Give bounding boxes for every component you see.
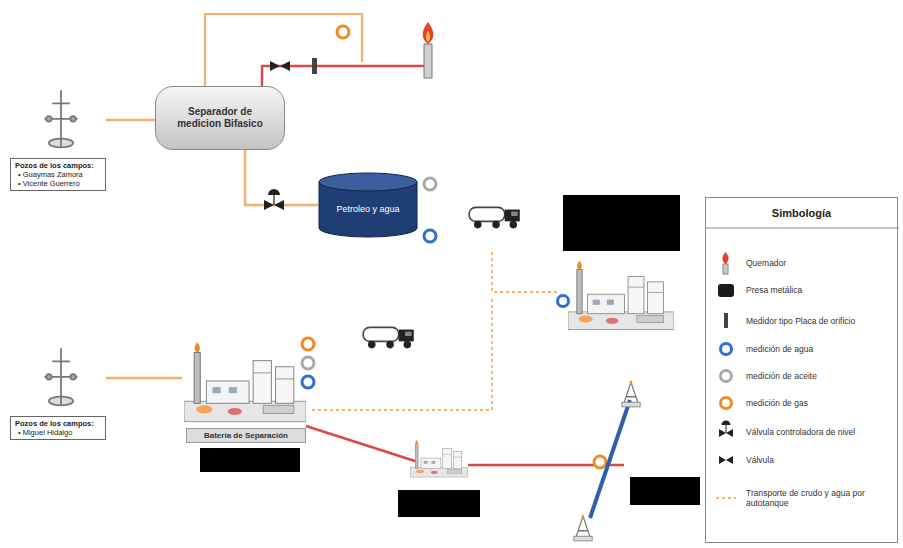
burner-symbol [722, 252, 728, 274]
legend-title: Simbología [706, 198, 897, 228]
tank-truck [363, 327, 414, 348]
graphic-path [722, 421, 731, 426]
water-meter-mark [302, 376, 314, 388]
graphic-ellipse [319, 173, 417, 191]
graphic-path [722, 252, 728, 264]
flow-line [106, 378, 182, 379]
water-meter-mark [558, 296, 569, 307]
gas-meter-mark [302, 338, 314, 350]
orifice-meter [312, 58, 317, 74]
truck-route [492, 252, 560, 292]
flow-line-path [106, 119, 155, 121]
gas-line [205, 14, 362, 86]
station-name: Batería de Separación [191, 431, 301, 440]
graphic-path [268, 189, 280, 195]
well-group: Pozos de los campos:• Guaymas Zamora• Vi… [10, 86, 106, 191]
graphic-path [426, 30, 430, 42]
tank-label: Petroleo y agua [336, 204, 399, 215]
legend-rule [706, 228, 899, 229]
legend-entry: Válvula [746, 455, 892, 465]
subsea-line [590, 400, 630, 518]
metal-tank-symbol [718, 284, 734, 297]
water-meter-mark [424, 230, 436, 242]
redaction [630, 477, 700, 505]
redaction [398, 490, 480, 517]
gas-meter-mark [337, 26, 349, 38]
graphic-path [270, 61, 290, 71]
graphic-path [423, 22, 434, 44]
legend-heading: Simbología [772, 207, 831, 219]
caption-heading: Pozos de los campos: [15, 161, 101, 170]
facility-icon [568, 261, 674, 330]
legend-entry: Presa metálica [746, 285, 892, 295]
platform-icon [574, 514, 592, 541]
redaction [200, 448, 300, 472]
station-label: Batería de Separación [186, 428, 306, 443]
tank-truck [469, 207, 520, 228]
legend-entry: medición de agua [746, 344, 892, 354]
graphic-line [273, 195, 274, 205]
platform-icon [622, 380, 640, 407]
vessel-label: Separador de medicion Bifasico [166, 106, 274, 130]
legend-entry: medición de gas [746, 398, 892, 408]
truck-route [716, 497, 736, 499]
oil-meter-mark [721, 371, 732, 382]
orifice-meter [724, 313, 728, 328]
level-control-valve [719, 421, 733, 438]
field-name: • Miguel Hidalgo [15, 428, 101, 437]
legend-entry: Quemador [746, 258, 892, 268]
gas-meter-mark [594, 456, 606, 468]
legend-entry: Medidor tipo Placa de orificio [746, 316, 892, 326]
wells-caption: Pozos de los campos:• Miguel Hidalgo [10, 416, 106, 440]
level-control-valve [264, 189, 284, 210]
field-name: • Guaymas Zamora [15, 170, 101, 179]
facility-icon [184, 342, 306, 421]
storage-tank: Petroleo y agua [318, 172, 418, 238]
wells-caption: Pozos de los campos:• Guaymas Zamora• Vi… [10, 158, 106, 191]
battery-station: Batería de Separación [182, 338, 310, 443]
flow-line-path [106, 377, 182, 379]
well-icon [45, 348, 78, 405]
graphic-line [726, 425, 727, 433]
redaction [563, 195, 680, 251]
well-group: Pozos de los campos:• Miguel Hidalgo [10, 344, 106, 440]
water-meter-mark [721, 344, 732, 355]
valve-symbol [270, 61, 290, 71]
oil-meter-mark [302, 357, 314, 369]
truck-route [312, 296, 492, 410]
graphic-rect [723, 264, 728, 274]
field-name: • Vicente Guerrero [15, 179, 101, 188]
oil-pipeline [468, 464, 624, 466]
legend-panel: SimbologíaQuemadorPresa metálicaMedidor … [705, 197, 898, 543]
caption-heading: Pozos de los campos: [15, 419, 101, 428]
valve-symbol [719, 456, 733, 464]
flow-line [245, 150, 318, 205]
well-icon [45, 90, 78, 147]
legend-entry: Transporte de crudo y agua por autotanqu… [746, 488, 892, 508]
legend-entry: medición de aceite [746, 371, 892, 381]
burner-symbol [423, 22, 434, 78]
flow-line [106, 120, 155, 121]
gas-meter-mark [721, 398, 732, 409]
facility-icon [411, 440, 468, 477]
oil-pipeline [306, 426, 418, 462]
graphic-rect [424, 44, 432, 78]
oil-meter-mark [424, 178, 436, 190]
legend-entry: Válvula controladora de nivel [746, 427, 892, 437]
separator-vessel: Separador de medicion Bifasico [155, 86, 285, 150]
flow-line-path [245, 150, 318, 205]
